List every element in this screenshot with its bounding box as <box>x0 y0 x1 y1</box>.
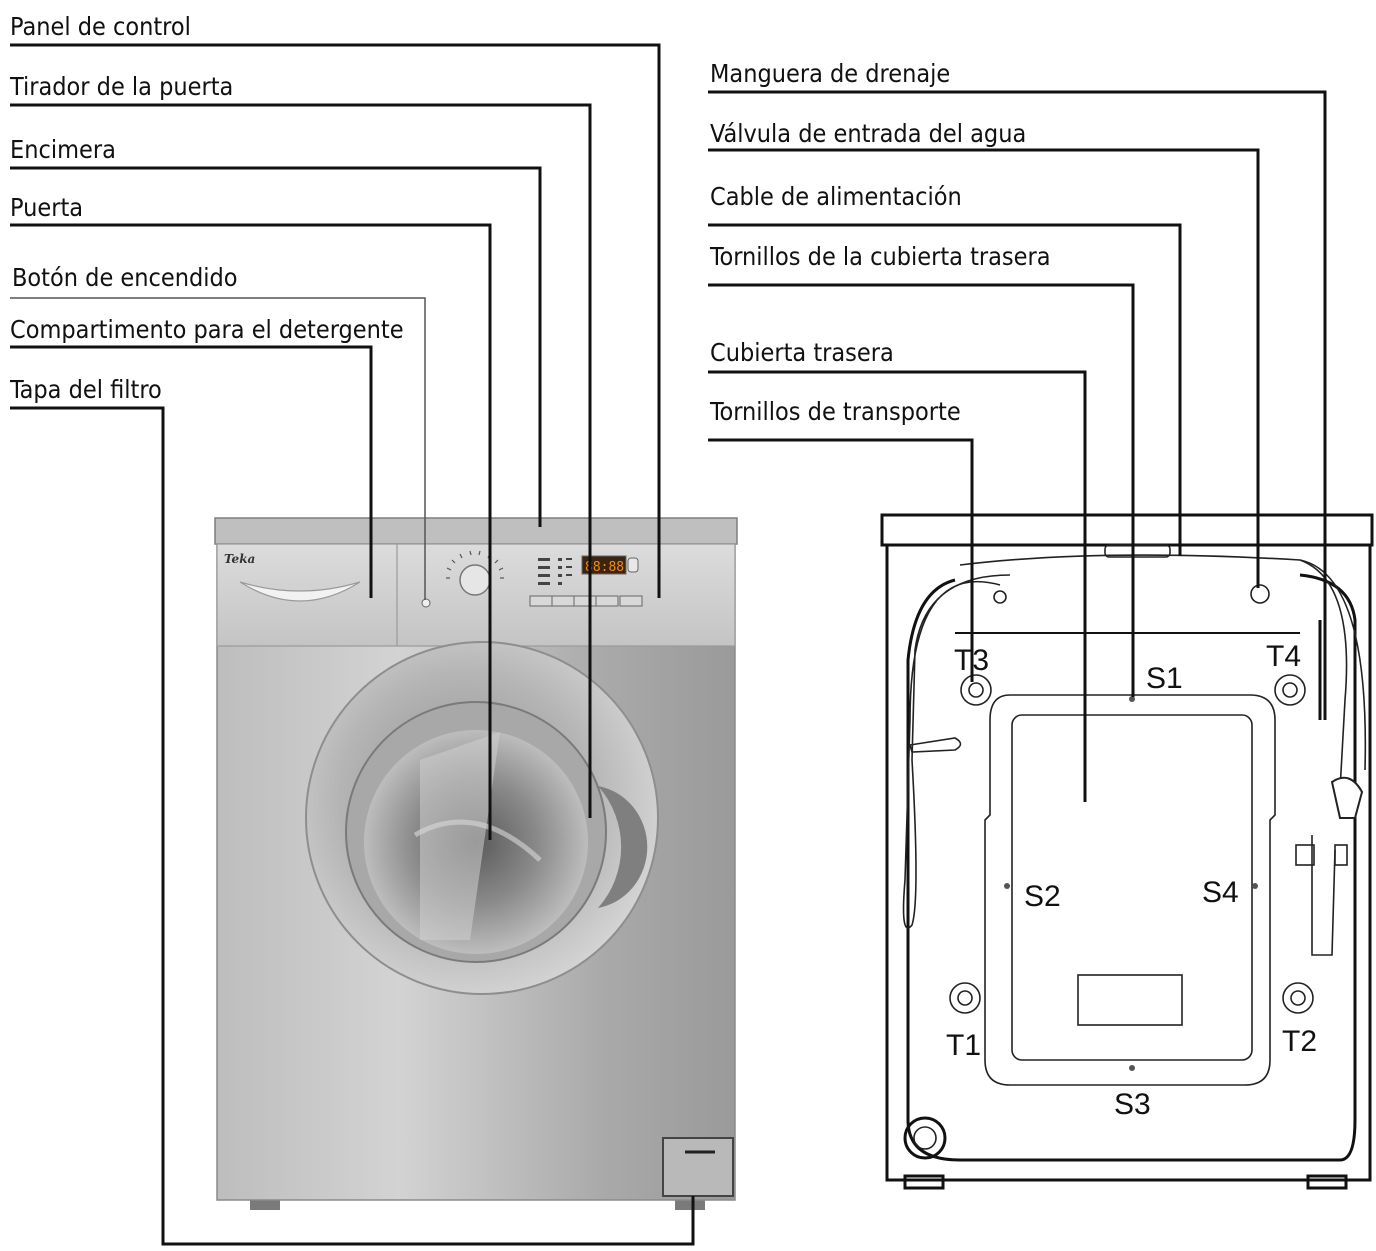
drum-reflection <box>420 732 500 940</box>
back-inner-frame <box>906 573 1357 1162</box>
program-knob <box>459 564 491 596</box>
marker-t2: T2 <box>1282 1025 1317 1058</box>
label-back-cover: Cubierta trasera <box>710 338 894 367</box>
door-handle <box>598 786 648 908</box>
label-water-inlet-valve: Válvula de entrada del agua <box>710 119 1026 148</box>
brand-logo: Teka <box>224 552 255 566</box>
leader-power-button <box>10 297 426 600</box>
bolt-t4 <box>1274 674 1306 706</box>
leader-cover-screws <box>708 283 1135 697</box>
back-foot-right <box>1306 1174 1348 1190</box>
leader-transport-bolts <box>708 438 974 682</box>
worktop <box>214 517 738 545</box>
power-button <box>421 598 431 608</box>
leader-door-handle <box>10 103 592 818</box>
leader-filter <box>10 406 695 1246</box>
marker-s1: S1 <box>1146 662 1183 695</box>
label-worktop: Encimera <box>10 135 116 164</box>
marker-t4: T4 <box>1266 640 1301 673</box>
control-buttons <box>529 595 643 607</box>
leader-worktop <box>10 166 542 527</box>
rating-plate <box>1077 974 1183 1026</box>
front-washing-machine: Teka 88:88 <box>214 517 738 1210</box>
label-detergent-drawer: Compartimento para el detergente <box>10 315 404 344</box>
hose-coil <box>903 1116 947 1160</box>
digital-display <box>581 555 627 575</box>
back-cover-screws <box>1004 696 1258 1071</box>
label-door-handle: Tirador de la puerta <box>9 72 233 101</box>
detergent-drawer-handle <box>239 581 361 602</box>
label-back-cover-screws: Tornillos de la cubierta trasera <box>709 242 1051 271</box>
label-power-cable: Cable de alimentación <box>710 182 962 211</box>
label-door: Puerta <box>10 193 83 222</box>
leader-detergent <box>10 345 373 598</box>
display-readout: 88:88 <box>585 560 624 575</box>
back-washing-machine: T3 T4 S1 S2 S4 T1 T2 S3 <box>880 513 1374 1190</box>
leader-drain-hose <box>708 90 1327 720</box>
drain-hose <box>902 574 1011 929</box>
back-cover-inner <box>1011 714 1253 1061</box>
bolt-t3 <box>960 674 992 706</box>
leader-door <box>10 223 492 840</box>
marker-s2: S2 <box>1024 880 1061 913</box>
water-inlet-valve <box>1250 584 1270 604</box>
filter-cover <box>662 1137 734 1197</box>
front-labels: Panel de control Tirador de la puerta En… <box>9 12 404 404</box>
bolt-t1 <box>949 982 981 1014</box>
leader-power-cable <box>708 223 1182 556</box>
back-leader-lines <box>708 90 1327 802</box>
leader-control-panel <box>10 43 661 598</box>
back-labels: Manguera de drenaje Válvula de entrada d… <box>709 59 1051 426</box>
leader-inlet-valve <box>708 148 1260 588</box>
marker-s4: S4 <box>1202 876 1239 909</box>
power-plug <box>1330 776 1364 819</box>
indicator-leds <box>538 558 572 585</box>
marker-s3: S3 <box>1114 1088 1151 1121</box>
label-drain-hose: Manguera de drenaje <box>710 59 950 88</box>
marker-t1: T1 <box>946 1029 981 1062</box>
power-cable <box>959 554 1348 791</box>
bolt-t2 <box>1282 982 1314 1014</box>
label-transport-bolts: Tornillos de transporte <box>709 397 961 426</box>
label-filter-cover: Tapa del filtro <box>9 375 162 404</box>
leader-back-cover <box>708 370 1087 802</box>
transport-bolts <box>949 674 1314 1014</box>
back-top <box>880 513 1374 547</box>
back-cover <box>984 694 1276 1086</box>
label-control-panel: Panel de control <box>10 12 191 41</box>
label-power-button: Botón de encendido <box>12 263 238 292</box>
back-foot-left <box>903 1174 945 1190</box>
front-leader-lines <box>10 43 695 1246</box>
back-body <box>885 545 1372 1182</box>
